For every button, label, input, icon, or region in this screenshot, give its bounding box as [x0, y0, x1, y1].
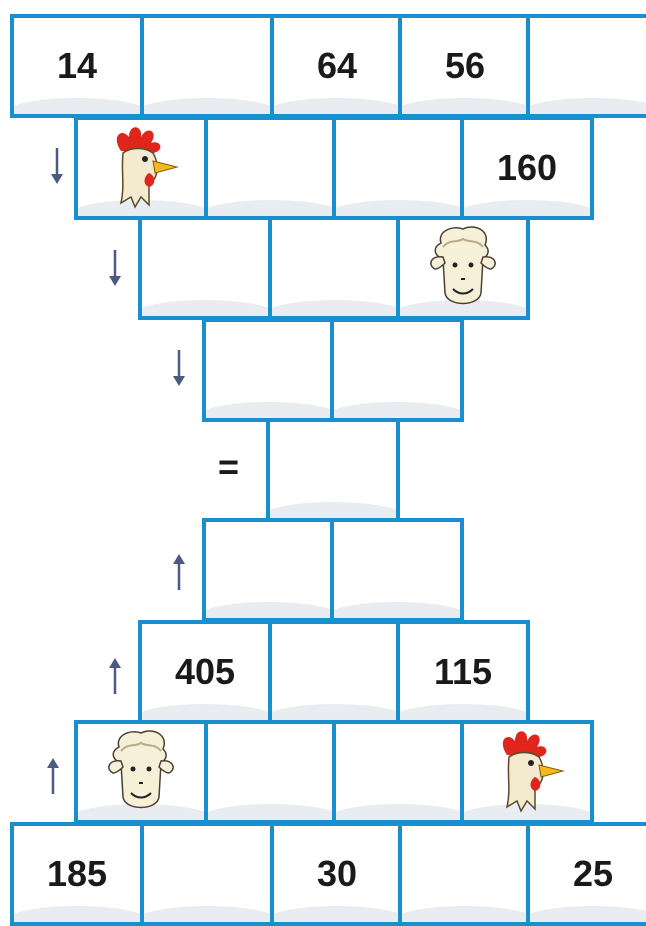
cell-r1-c3: 64	[270, 14, 404, 118]
cell-r5-c1[interactable]	[266, 418, 400, 522]
cell-r1-c1: 14	[10, 14, 144, 118]
cell-r3-c2[interactable]	[268, 216, 402, 320]
cell-r1-c5[interactable]	[526, 14, 646, 118]
cell-r6-c2[interactable]	[330, 518, 464, 622]
cell-r2-c2[interactable]	[204, 116, 338, 220]
cell-r9-c2[interactable]	[140, 822, 274, 926]
cell-r7-c2[interactable]	[268, 620, 402, 724]
cell-r8-c1[interactable]	[74, 720, 208, 824]
cell-r8-c3[interactable]	[332, 720, 466, 824]
cell-r2-c3[interactable]	[332, 116, 466, 220]
equals-sign: =	[218, 446, 239, 488]
arrow-down-icon	[108, 248, 122, 288]
cell-r1-c4: 56	[398, 14, 532, 118]
cell-r4-c1[interactable]	[202, 318, 336, 422]
sheep-icon	[101, 727, 181, 817]
cell-r9-c5: 25	[526, 822, 646, 926]
cell-r8-c2[interactable]	[204, 720, 338, 824]
arrow-up-icon	[108, 656, 122, 696]
arrow-down-icon	[172, 348, 186, 388]
rooster-icon	[487, 727, 567, 817]
cell-r8-c4[interactable]	[460, 720, 594, 824]
cell-r2-c4: 160	[460, 116, 594, 220]
arrow-down-icon	[50, 146, 64, 186]
cell-r3-c1[interactable]	[138, 216, 272, 320]
cell-r7-c1: 405	[138, 620, 272, 724]
sheep-icon	[423, 223, 503, 313]
cell-r6-c1[interactable]	[202, 518, 336, 622]
rooster-icon	[101, 123, 181, 213]
arrow-up-icon	[46, 756, 60, 796]
cell-r4-c2[interactable]	[330, 318, 464, 422]
cell-r9-c4[interactable]	[398, 822, 532, 926]
cell-r2-c1[interactable]	[74, 116, 208, 220]
cell-r1-c2[interactable]	[140, 14, 274, 118]
cell-r9-c3: 30	[270, 822, 404, 926]
arrow-up-icon	[172, 552, 186, 592]
cell-r9-c1: 185	[10, 822, 144, 926]
cell-r3-c3[interactable]	[396, 216, 530, 320]
cell-r7-c3: 115	[396, 620, 530, 724]
